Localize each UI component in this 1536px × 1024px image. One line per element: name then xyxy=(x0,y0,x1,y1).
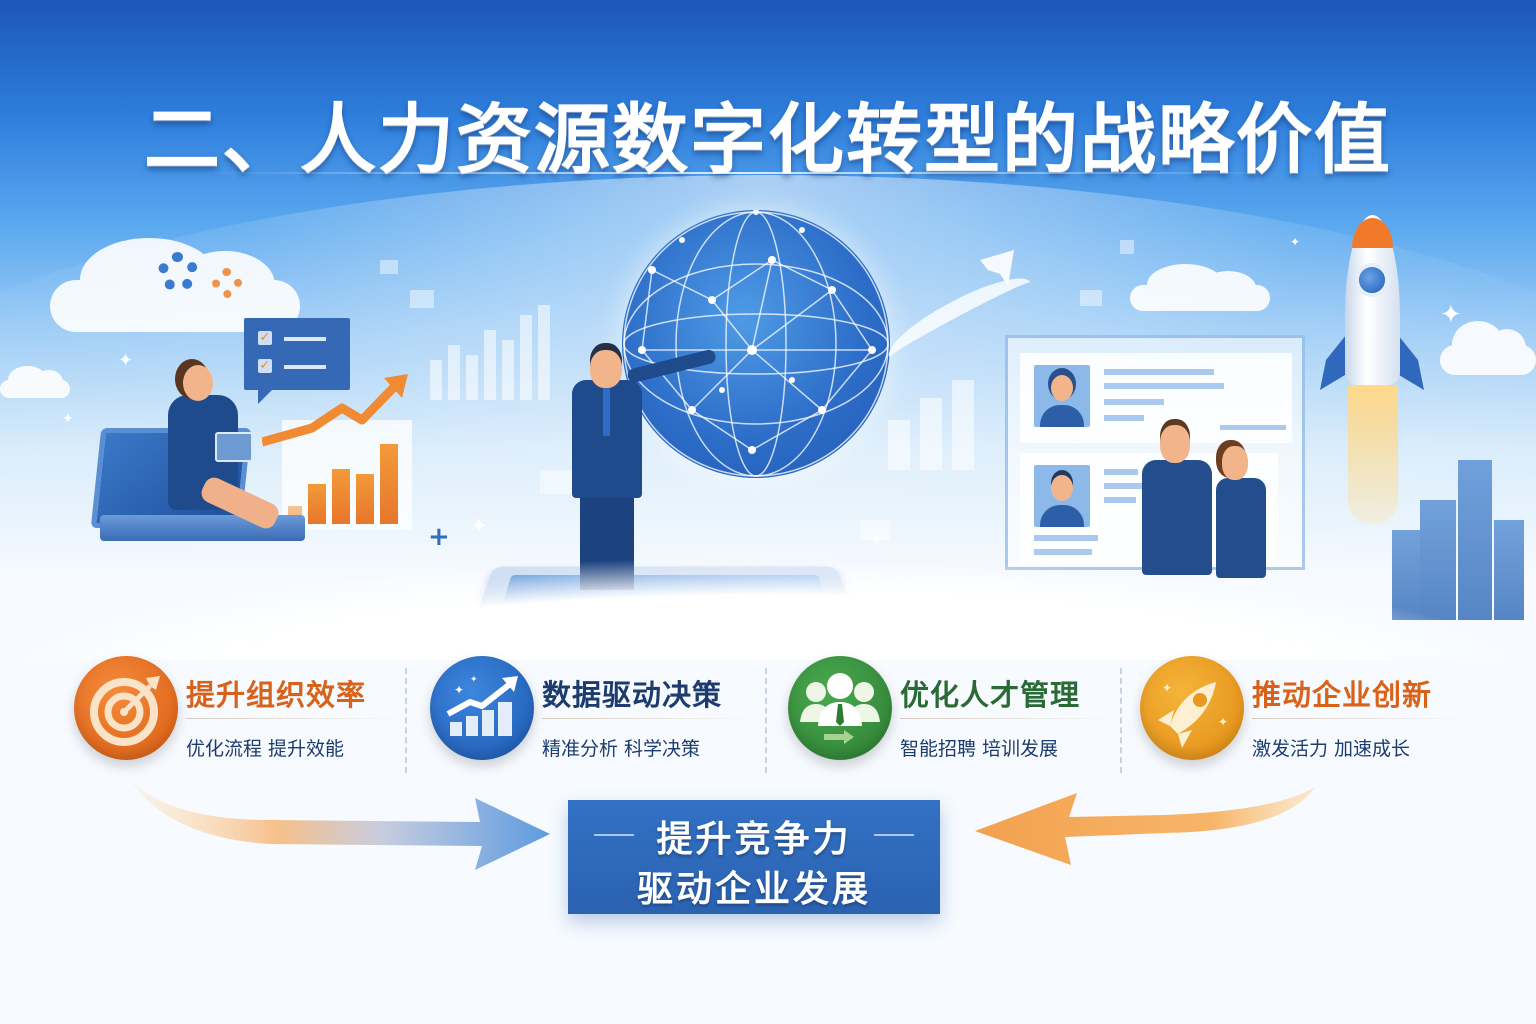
feature-title: 优化人才管理 xyxy=(900,678,1081,712)
hero-background: ✓ ✓ ✦ ✦ + xyxy=(0,0,1536,660)
trend-arrow-icon xyxy=(980,250,1014,286)
title-underline xyxy=(200,172,1280,174)
sparkle-icon: ✦ xyxy=(1440,300,1462,330)
decorative-dash xyxy=(874,834,914,836)
checkmark-icon: ✓ xyxy=(258,330,272,345)
arrow-left-icon xyxy=(975,787,1315,865)
summary-line-2: 驱动企业发展 xyxy=(636,869,871,910)
cloud xyxy=(1130,264,1270,311)
svg-text:✦: ✦ xyxy=(470,675,478,685)
divider xyxy=(765,668,767,773)
summary-banner: 提升竞争力 驱动企业发展 xyxy=(568,800,940,914)
growth-arrow-icon xyxy=(262,374,408,447)
divider xyxy=(405,668,407,773)
sparkle-icon: ✦ xyxy=(1290,235,1301,249)
tablet-icon xyxy=(215,432,253,462)
rocket-nose xyxy=(1352,218,1393,248)
sparkle-icon: ✦ xyxy=(870,530,884,549)
growth-chart-icon: ✦ ✦ xyxy=(430,656,534,760)
network-globe-icon xyxy=(622,210,890,478)
divider xyxy=(1120,668,1122,773)
ground-clouds xyxy=(0,560,1536,660)
profile-card xyxy=(1020,353,1292,443)
background-data-bars xyxy=(430,300,580,400)
sparkle-icon: ✦ xyxy=(62,411,74,427)
feature-title: 数据驱动决策 xyxy=(542,678,723,712)
team-icon xyxy=(788,656,892,760)
gear-icon xyxy=(158,252,198,292)
target-icon xyxy=(74,656,178,760)
feature-title: 推动企业创新 xyxy=(1252,678,1433,712)
checkmark-icon: ✓ xyxy=(258,358,272,373)
sparkle-icon: ✦ xyxy=(470,514,489,539)
businesswoman-head xyxy=(183,365,213,401)
arrow-right-icon xyxy=(130,780,550,870)
feature-subtitle: 精准分析 科学决策 xyxy=(542,738,701,760)
rocket-window xyxy=(1355,263,1389,297)
gear-icon xyxy=(212,268,242,298)
feature-subtitle: 优化流程 提升效能 xyxy=(186,738,345,760)
feature-title: 提升组织效率 xyxy=(186,678,367,712)
growth-bar-chart xyxy=(282,420,412,530)
feature-subtitle: 激发活力 加速成长 xyxy=(1252,738,1411,760)
feature-subtitle: 智能招聘 培训发展 xyxy=(900,738,1059,760)
feature-row: 提升组织效率 优化流程 提升效能 ✦ ✦ 数据驱动决策 精准分析 科学决策 xyxy=(0,650,1536,780)
businessman-head xyxy=(590,350,622,388)
tie-icon xyxy=(603,388,610,436)
background-data-bars xyxy=(888,380,998,470)
rocket-icon: ✦ ✦ xyxy=(1140,656,1244,760)
checklist-bubble: ✓ ✓ xyxy=(244,318,350,404)
svg-text:✦: ✦ xyxy=(1162,681,1172,695)
svg-text:✦: ✦ xyxy=(1218,715,1228,729)
sparkle-icon: ✦ xyxy=(118,350,134,371)
svg-text:✦: ✦ xyxy=(454,683,464,697)
avatar-male xyxy=(1034,465,1090,527)
decorative-dash xyxy=(594,834,634,836)
rocket-exhaust xyxy=(1348,385,1398,525)
avatar-female xyxy=(1034,365,1090,427)
plus-icon: + xyxy=(428,522,450,552)
page-title: 二、人力资源数字化转型的战略价值 xyxy=(144,95,1392,184)
cloud xyxy=(0,365,70,398)
summary-line-1: 提升竞争力 xyxy=(656,819,852,860)
cloud xyxy=(1440,321,1536,375)
